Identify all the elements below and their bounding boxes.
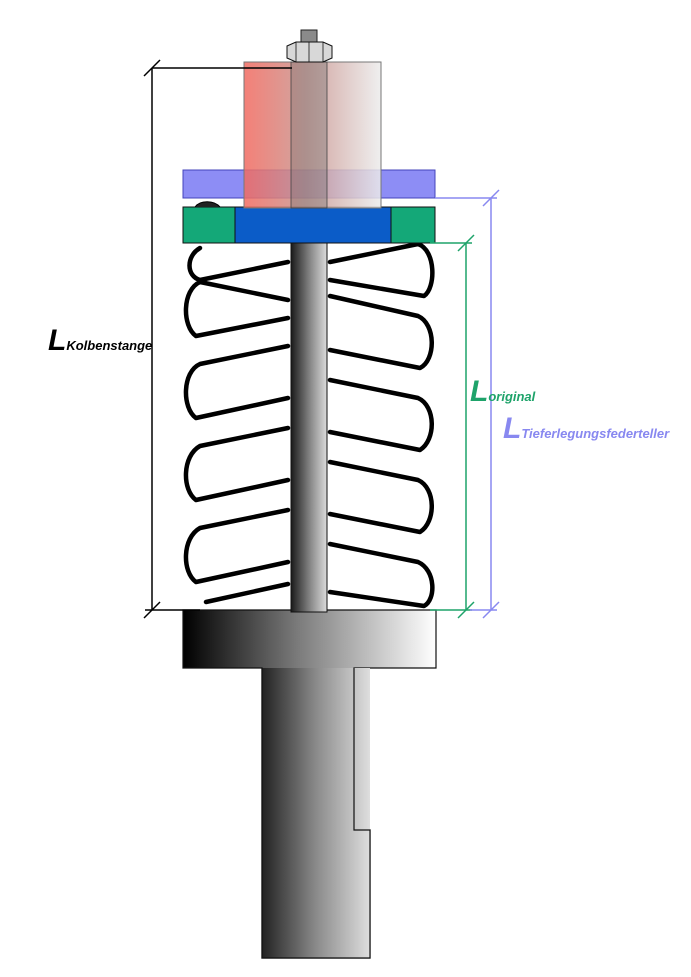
piston-rod [290, 237, 328, 613]
label-l-tieferlegung-sub: Tieferlegungsfederteller [521, 426, 670, 441]
damper-body [182, 609, 437, 959]
spring-seat [182, 201, 436, 244]
label-l-kolbenstange: LKolbenstange [48, 326, 152, 356]
label-l-tieferlegung-main: L [503, 412, 522, 445]
top-nut [286, 29, 333, 63]
label-l-kolbenstange-sub: Kolbenstange [66, 338, 153, 353]
label-l-tieferlegungsfederteller: LTieferlegungsfederteller [503, 414, 669, 444]
dimension-line-tieferlegung [435, 189, 500, 619]
dimension-line-original [430, 234, 475, 619]
label-l-original: Loriginal [470, 377, 535, 407]
dimension-line-kolbenstange [143, 59, 292, 619]
label-l-kolbenstange-main: L [48, 324, 67, 357]
label-l-original-sub: original [488, 389, 536, 404]
coil-spring [183, 241, 435, 609]
label-l-original-main: L [470, 375, 489, 408]
rod-end [290, 61, 328, 209]
